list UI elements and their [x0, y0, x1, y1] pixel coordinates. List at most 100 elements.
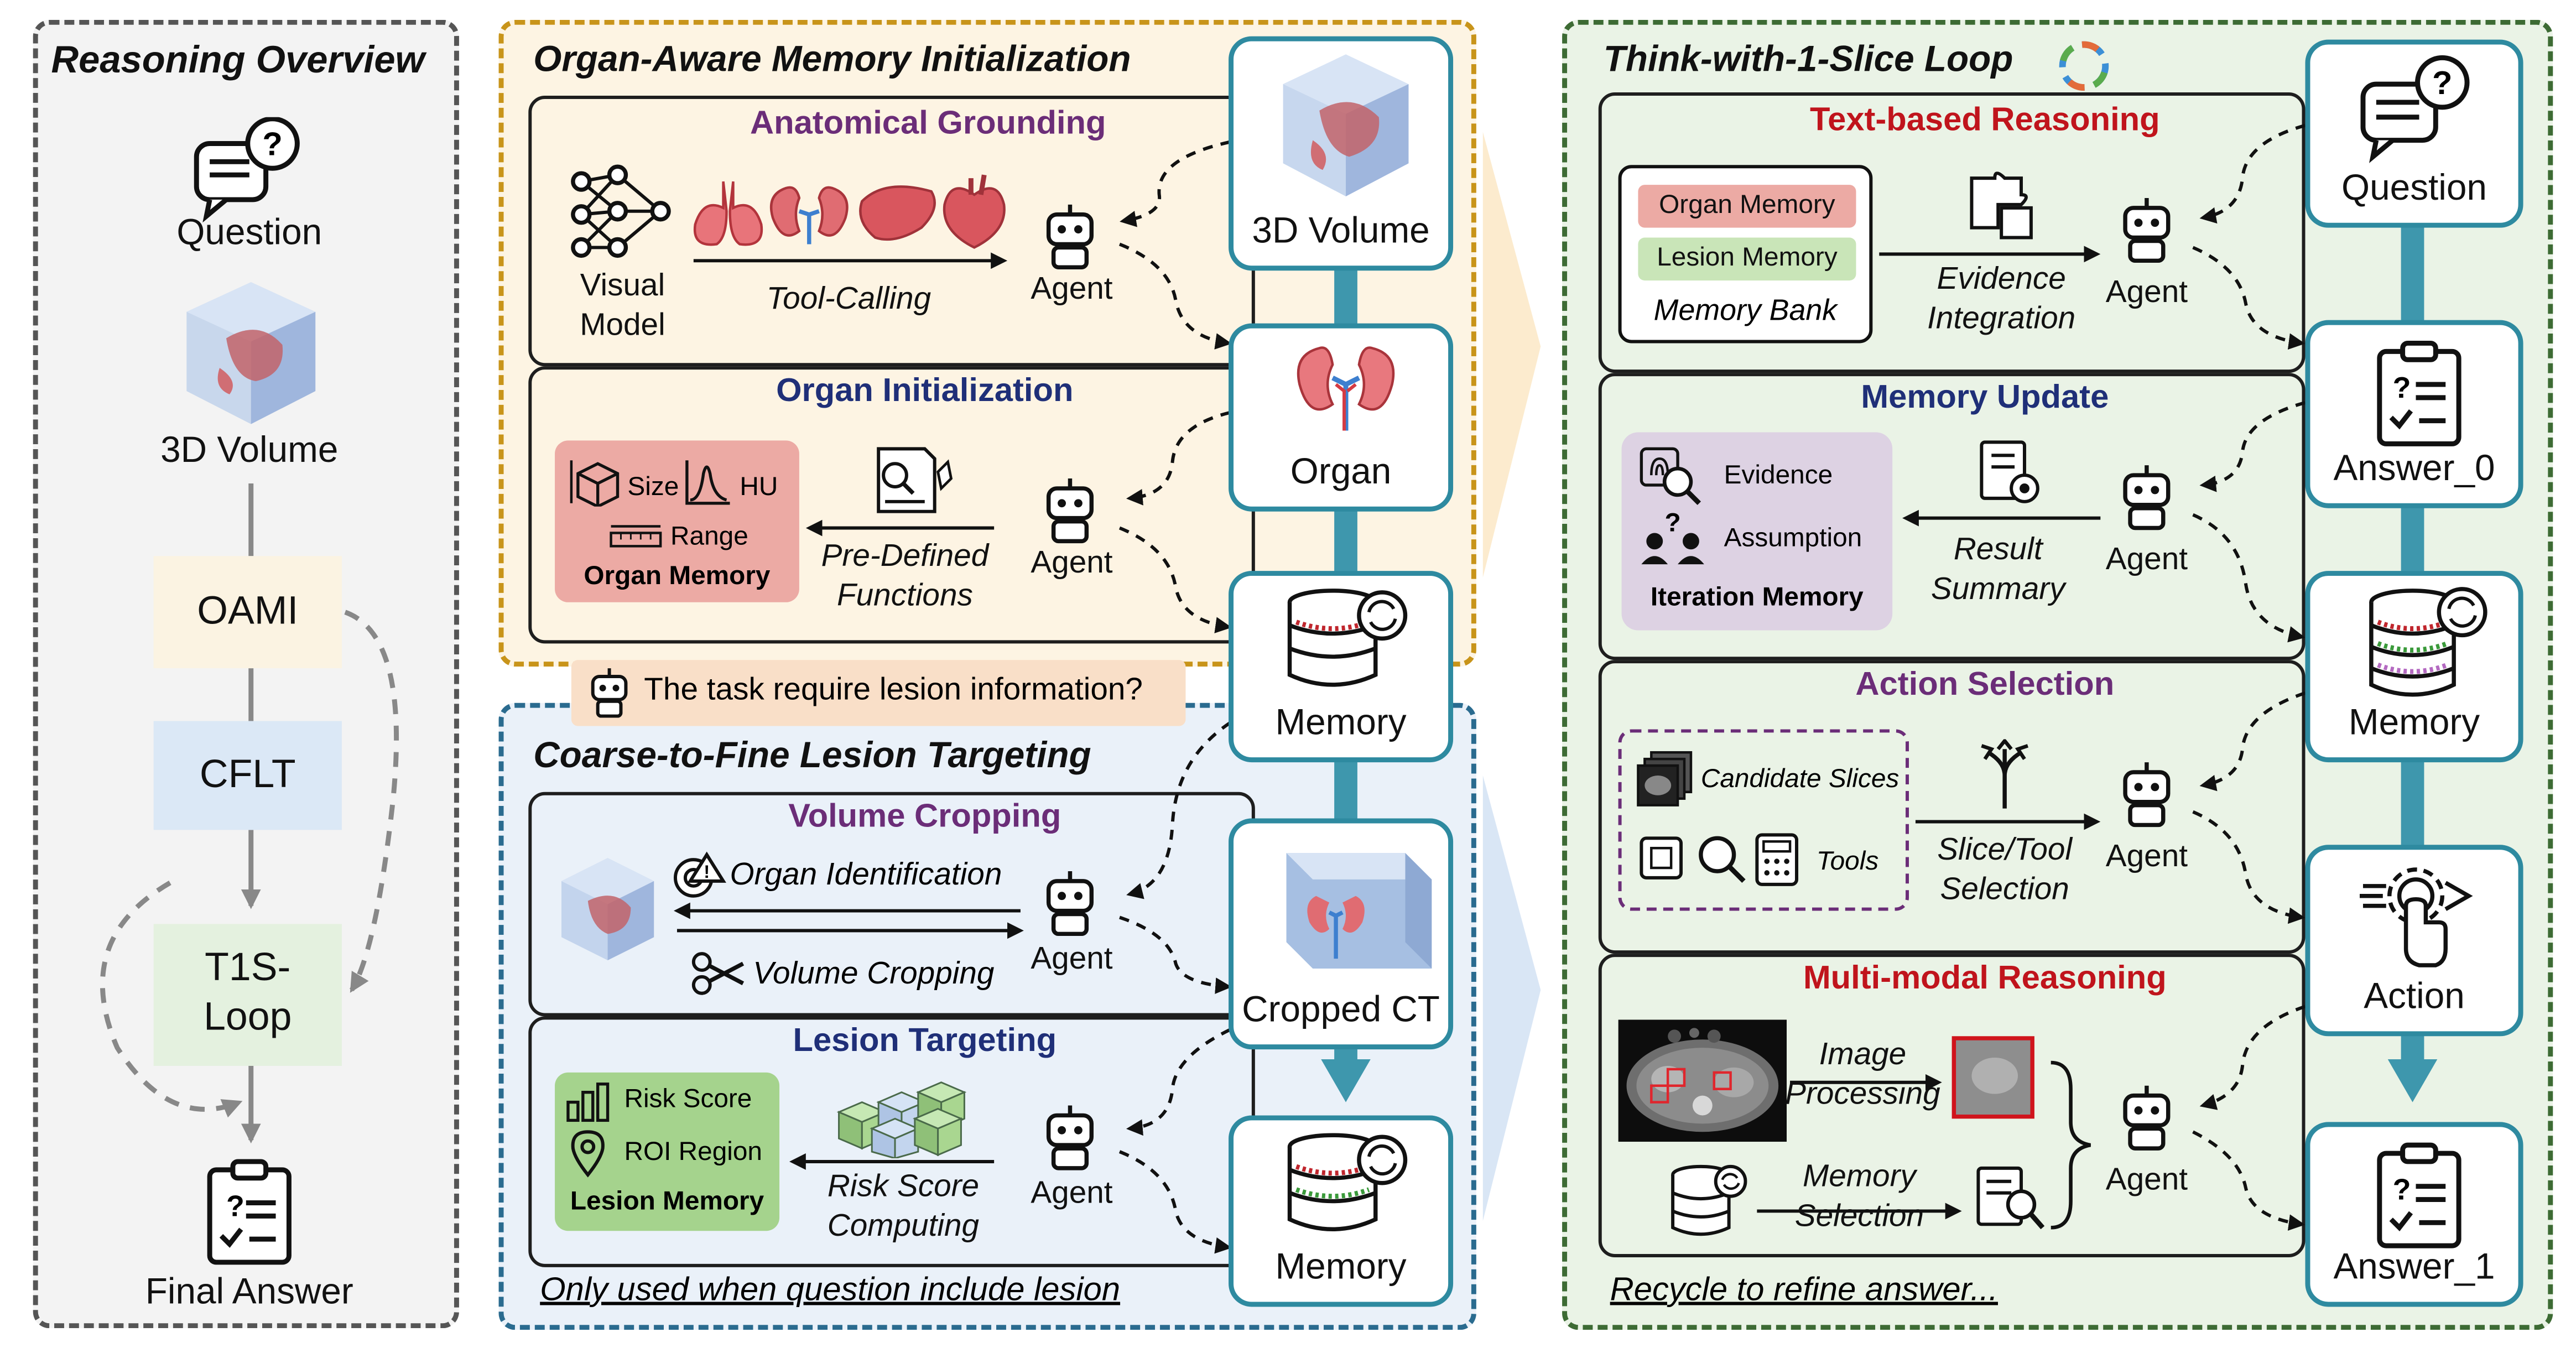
organ-initialization-title: Organ Initialization — [776, 373, 1074, 409]
agent-robot-icon — [1046, 1105, 1094, 1170]
multimodal-reasoning-title: Multi-modal Reasoning — [1803, 960, 2167, 997]
organ-initialization-box: Organ Initialization — [528, 366, 1255, 644]
processor-icon — [1640, 836, 1683, 880]
action-selection-title: Action Selection — [1855, 667, 2115, 703]
question-node: ? Question — [2305, 39, 2523, 228]
memory-bank-box: Organ Memory Lesion Memory Memory Bank — [1618, 165, 1873, 344]
kidney-icon — [1297, 346, 1395, 431]
memory-node-2-label: Memory — [1275, 1246, 1407, 1287]
evidence-integration-arrow — [1879, 246, 2101, 263]
database-memory-icon — [2369, 587, 2487, 697]
loop-panel-title: Think-with-1-Slice Loop — [1603, 38, 2013, 80]
predefined-functions-label: Pre-Defined Functions — [821, 538, 989, 616]
evidence-label: Evidence — [1724, 462, 1833, 490]
database-memory-icon — [1287, 1133, 1408, 1231]
neural-network-icon — [571, 164, 671, 258]
result-summary-label: Result Summary — [1931, 531, 2065, 610]
organ-memory-card: Size HU Range Organ Memory — [555, 440, 799, 602]
cflt-footnote: Only used when question include lesion — [540, 1272, 1121, 1309]
risk-computing-arrow — [789, 1153, 995, 1170]
zoomed-lesion-image — [1951, 1036, 2034, 1119]
lung-icon — [693, 181, 763, 246]
organ-node-label: Organ — [1290, 450, 1392, 492]
roi-pin-icon — [571, 1130, 605, 1178]
kidney-icon — [769, 186, 849, 244]
ct-slice-image — [1618, 1019, 1787, 1142]
candidate-slices-box: Candidate Slices Tools — [1618, 729, 1909, 911]
heart-icon — [943, 174, 1006, 249]
volume-cropping-box: Volume Cropping — [528, 792, 1255, 1017]
iteration-memory-card: Evidence ? Assumption Iteration Memory — [1621, 432, 1893, 631]
question-chat-icon: ? — [2360, 55, 2470, 163]
risk-score-label: Risk Score — [624, 1085, 752, 1114]
memory-selection-line1: Memory — [1802, 1159, 1916, 1195]
liver-icon — [859, 185, 936, 241]
hu-label: HU — [740, 473, 778, 502]
cropped-ct-node-label: Cropped CT — [1242, 988, 1440, 1030]
range-label: Range — [670, 523, 748, 551]
agent-robot-icon — [2123, 465, 2171, 530]
memory-database-icon — [1671, 1164, 1747, 1236]
evidence-line1: Evidence — [1937, 262, 2066, 297]
database-memory-icon — [1287, 589, 1408, 687]
scissors-icon — [691, 952, 745, 995]
organ-icons-row — [693, 174, 1006, 249]
people-question-icon: ? — [1641, 508, 1704, 565]
oami-panel-title: Organ-Aware Memory Initialization — [533, 38, 1131, 80]
memory-selection-label: Memory Selection — [1795, 1158, 1924, 1237]
tool-calling-arrow — [693, 252, 1008, 269]
slice-selection-arrow — [1915, 813, 2101, 830]
cropped-ct-node: Cropped CT — [1229, 818, 1454, 1050]
anatomical-grounding-box: Anatomical Grounding — [528, 96, 1255, 367]
answer-0-node: ? Answer_0 — [2305, 320, 2523, 508]
image-processing-arrow — [1790, 1074, 1942, 1091]
risk-computing-line2: Computing — [827, 1209, 980, 1244]
risk-score-cubes-icon — [836, 1081, 967, 1158]
lesion-question-banner: The task require lesion information? — [571, 660, 1186, 726]
memory-bank-label: Memory Bank — [1653, 293, 1838, 327]
answer-1-node: ? Answer_1 — [2305, 1122, 2523, 1307]
question-node-label: Question — [2341, 166, 2487, 208]
action-selection-box: Action Selection — [1598, 660, 2306, 954]
memory-node-2: Memory — [1229, 1115, 1454, 1307]
svg-text:?: ? — [2393, 1173, 2411, 1206]
organ-node: Organ — [1229, 323, 1454, 512]
agent-robot-icon — [1046, 204, 1094, 269]
memory-update-title: Memory Update — [1861, 379, 2109, 416]
t1s-label-1: T1S- — [205, 945, 291, 990]
cropped-volume-icon — [1286, 853, 1432, 969]
result-summary-arrow — [1902, 509, 2101, 527]
size-cube-icon — [570, 460, 620, 507]
oami-label: OAMI — [197, 589, 299, 634]
action-click-icon — [2359, 867, 2473, 967]
curly-brace — [2051, 1060, 2091, 1230]
final-answer-label: Final Answer — [145, 1270, 353, 1312]
predefined-line1: Pre-Defined — [821, 539, 989, 575]
anatomical-grounding-title: Anatomical Grounding — [750, 105, 1106, 142]
cflt-panel-title: Coarse-to-Fine Lesion Targeting — [533, 734, 1091, 776]
t1s-label-2: Loop — [204, 995, 292, 1040]
agent-label: Agent — [2105, 1163, 2188, 1198]
memory-selection-line2: Selection — [1794, 1199, 1924, 1234]
agent-label: Agent — [2105, 275, 2188, 310]
oami-step: OAMI — [153, 556, 342, 669]
memory-update-box: Memory Update — [1598, 373, 2306, 660]
result-line1: Result — [1953, 533, 2043, 568]
loop-memory-label: Memory — [2348, 701, 2480, 743]
cycle-icon — [2059, 41, 2109, 91]
calculator-icon — [1755, 833, 1798, 886]
chevron-arrow-bottom — [1482, 775, 1541, 1221]
predefined-arrow — [805, 519, 995, 537]
organ-memory-tag: Organ Memory — [1638, 185, 1856, 228]
magnifier-icon — [1699, 836, 1746, 883]
svg-text:?: ? — [262, 125, 282, 162]
slice-line2: Selection — [1940, 872, 2069, 907]
agent-label: Agent — [2105, 543, 2188, 578]
risk-score-bars-icon — [566, 1083, 610, 1122]
memory-selection-arrow — [1757, 1203, 1962, 1220]
question-chat-icon: ? — [194, 117, 300, 223]
agent-label: Agent — [2105, 840, 2188, 875]
volume-node: 3D Volume — [1229, 36, 1454, 271]
